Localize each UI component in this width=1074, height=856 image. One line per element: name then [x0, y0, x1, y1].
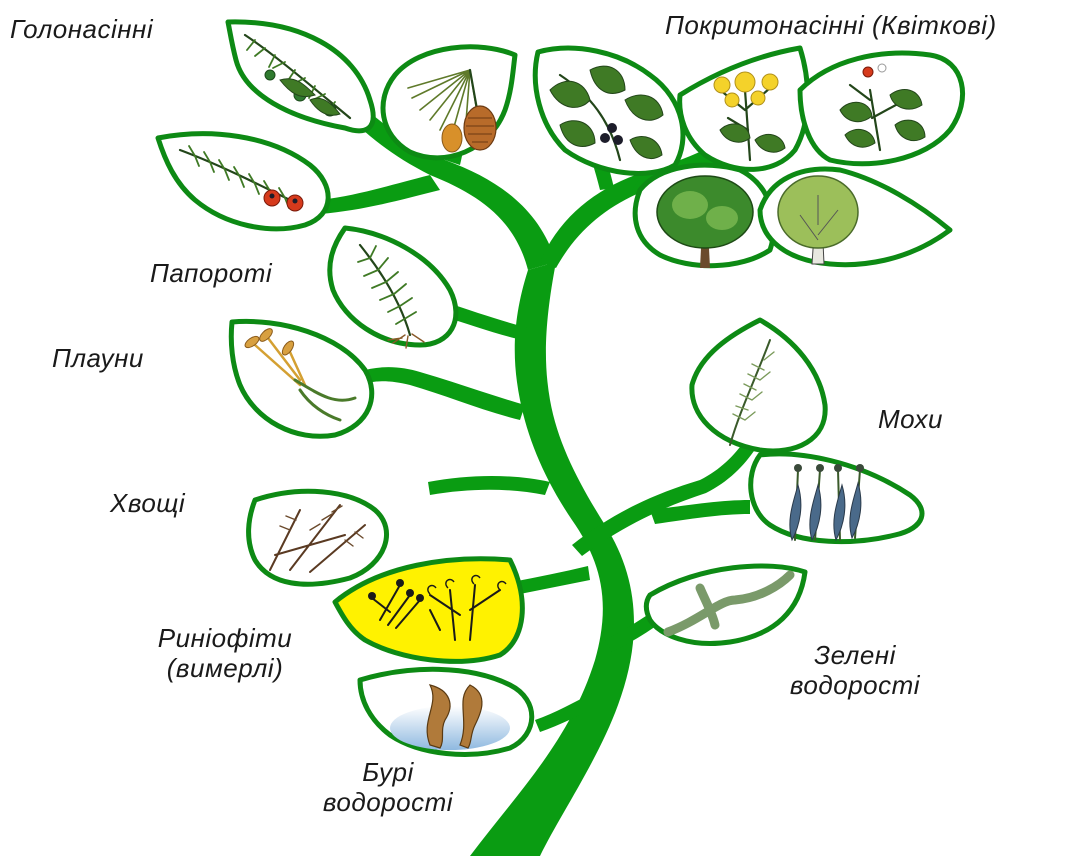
- leaf-angiosperm-oak: [635, 165, 774, 268]
- label-horsetails: Хвощі: [110, 488, 185, 518]
- label-green-algae-line1: Зелені: [780, 640, 930, 670]
- leaf-angiosperm-vine: [535, 48, 683, 173]
- leaf-lycophyte: [231, 321, 371, 436]
- label-angiosperms: Покритонасінні (Квіткові): [665, 10, 997, 40]
- label-green-algae: Зелені водорості: [780, 640, 930, 700]
- leaf-gymnosperm-yew: [158, 134, 328, 229]
- label-brown-algae: Бурі водорості: [318, 757, 458, 817]
- label-rhyniophytes-line2: (вимерлі): [140, 653, 310, 683]
- leaf-horsetail: [249, 491, 387, 584]
- branch-to-lycophytes: [358, 367, 525, 420]
- leaf-gymnosperm-pine: [383, 47, 515, 158]
- branch-to-yew: [320, 175, 440, 214]
- leaf-moss-1: [692, 320, 825, 451]
- leaf-moss-2: [751, 454, 922, 542]
- label-ferns: Папороті: [150, 258, 272, 288]
- label-mosses: Мохи: [878, 404, 943, 434]
- leaf-angiosperm-flower: [680, 48, 808, 169]
- leaf-brown-algae: [360, 669, 532, 754]
- branch-to-mosses: [572, 440, 756, 556]
- label-green-algae-line2: водорості: [780, 670, 930, 700]
- label-rhyniophytes-line1: Риніофіти: [140, 623, 310, 653]
- label-brown-algae-line1: Бурі: [318, 757, 458, 787]
- leaf-fern: [330, 228, 456, 348]
- leaf-angiosperm-strawberry: [800, 53, 963, 164]
- leaf-angiosperm-birch: [760, 169, 950, 265]
- label-gymnosperms: Голонасінні: [10, 14, 153, 44]
- branch-to-horsetails: [428, 476, 550, 495]
- label-brown-algae-line2: водорості: [318, 787, 458, 817]
- sea-water: [390, 706, 510, 750]
- label-rhyniophytes: Риніофіти (вимерлі): [140, 623, 310, 683]
- leaf-green-algae: [646, 566, 805, 644]
- label-lycophytes: Плауни: [52, 343, 144, 373]
- branch-to-rhyniophytes: [512, 566, 590, 595]
- leaf-gymnosperm-juniper: [228, 22, 373, 131]
